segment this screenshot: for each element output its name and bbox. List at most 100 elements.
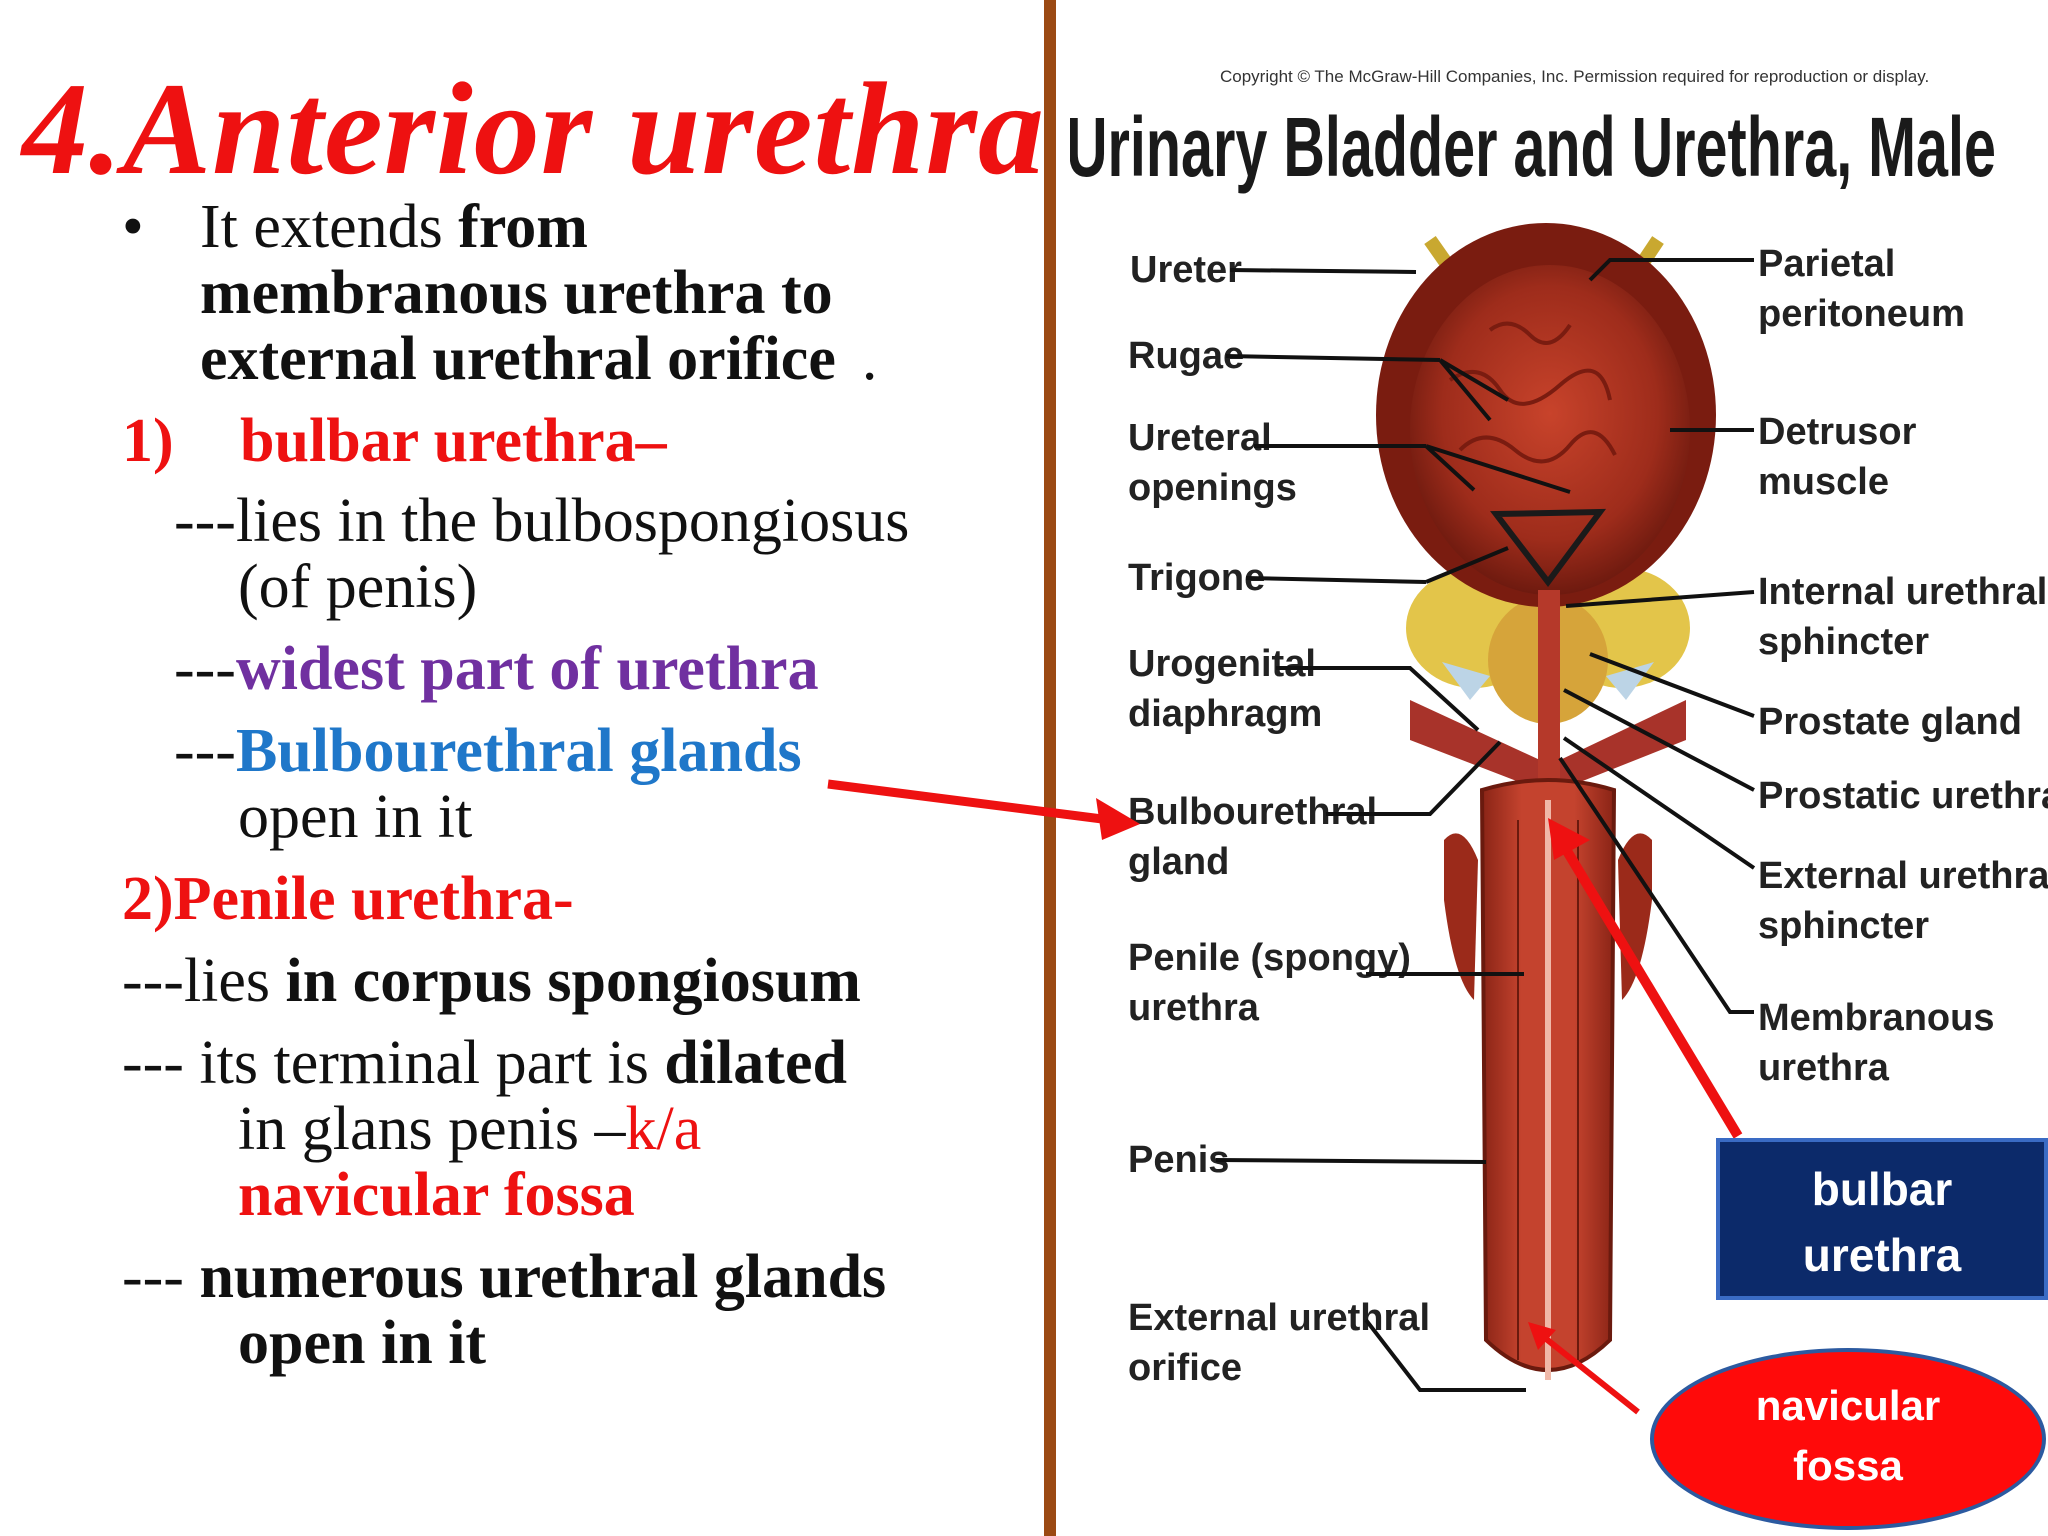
bulbar-glands-line: ---Bulbourethral glands [174,718,802,784]
bullet-marker: • [122,193,144,261]
bulbar-lies-cont: (of penis) [238,553,478,621]
leader-internal-sphincter [1565,590,1755,608]
penile-glands-text: numerous urethral glands [199,1243,887,1311]
leader-external-orifice [1364,1318,1526,1392]
leader-penis [1215,1158,1487,1164]
fascia-left-shape [1442,662,1490,700]
urogenital-right-shape [1560,700,1686,790]
trigone-shape [1490,508,1607,587]
intro-line-1: It extends from [200,194,588,260]
pointer-arrow-line [827,779,1111,825]
bulbar-callout-line-2: urethra [1802,1229,1962,1281]
urogenital-left-shape [1410,700,1540,790]
label-bulbourethral-2: gland [1128,841,1229,883]
intro-from: from [458,193,588,261]
label-penile-1: Penile (spongy) [1128,937,1411,979]
label-urogenital-1: Urogenital [1128,643,1316,685]
bulbar-widest-line: ---widest part of urethra [174,636,819,702]
penile-lies-line: ---lies in corpus spongiosum [122,948,861,1014]
navicular-fossa-text: navicular fossa [238,1161,635,1229]
diagram-title: Urinary Bladder and Urethra, Male [1070,100,1996,194]
leader-rugae-fork [1438,358,1510,422]
label-membranous-2: urethra [1758,1047,1890,1089]
label-urogenital-2: diaphragm [1128,693,1322,735]
label-trigone: Trigone [1128,557,1265,599]
navicular-callout-line-1: navicular [1755,1382,1941,1429]
intro-text: It extends [200,193,459,261]
intro-orifice: external urethral orifice [200,325,836,393]
label-external-sphincter-1: External urethral [1758,855,2048,897]
bulbar-heading-number: 1) [122,407,174,475]
label-internal-sphincter-1: Internal urethral [1758,571,2047,613]
bulbourethral-pointer-arrow [827,779,1140,840]
glans-text: in glans penis – [238,1095,626,1163]
leader-trigone-end [1425,546,1509,584]
terminal-prefix: --- its terminal part is [122,1029,665,1097]
intro-period: . [861,325,878,393]
prostatic-urethra-shape [1538,590,1560,790]
leader-bulbourethral [1326,740,1502,816]
intro-line-3: external urethral orifice. [200,326,877,392]
leader-prostatic-urethra [1563,688,1755,792]
leader-parietal [1588,258,1754,282]
label-rugae: Rugae [1128,335,1244,377]
label-membranous-1: Membranous [1758,997,1994,1039]
bulbar-lies-line: ---lies in the bulbospongiosus [174,487,910,555]
leader-urogenital [1276,666,1480,732]
label-external-sphincter-2: sphincter [1758,905,1929,947]
crus-left-shape [1444,833,1478,1000]
bulbar-arrow-head [1548,818,1590,860]
label-parietal-1: Parietal [1758,243,1895,285]
bulbar-arrow-line [1559,843,1743,1139]
fascia-right-shape [1606,662,1654,700]
leader-trigone [1245,576,1427,584]
penile-lies-text: in corpus spongiosum [285,947,861,1015]
copyright-text: Copyright © The McGraw-Hill Companies, I… [1220,67,1929,86]
label-ureteral-1: Ureteral [1128,417,1272,459]
glands-prefix: --- [174,717,236,785]
penile-glands-line: --- numerous urethral glands [122,1244,886,1310]
label-external-orifice-1: External urethral [1128,1297,1430,1339]
penile-glans-line: in glans penis –k/a [238,1096,701,1162]
leader-external-sphincter [1562,736,1756,870]
label-internal-sphincter-2: sphincter [1758,621,1929,663]
bulbar-callout-line-1: bulbar [1811,1163,1953,1215]
penile-glands-cont: open in it [238,1309,487,1377]
navicular-arrow-line [1538,1331,1640,1415]
penile-glands-prefix: --- [122,1243,200,1311]
intro-line-2: membranous urethra to [200,259,833,327]
rugae-shape [1448,321,1617,464]
navicular-fossa-callout: navicular fossa [1650,1348,2046,1530]
label-ureter: Ureter [1130,249,1242,291]
label-prostatic-urethra: Prostatic urethra [1758,775,2048,817]
leader-ureteral-fork [1424,444,1571,494]
bulbar-heading: bulbar urethra– [240,407,667,475]
navicular-callout-line-2: fossa [1793,1442,1903,1489]
bulbar-glands-cont: open in it [238,783,473,851]
label-prostate: Prostate gland [1758,701,2022,743]
navicular-arrow-head [1528,1322,1556,1350]
glands-text: Bulbourethral glands [235,717,802,785]
leader-membranous [1558,756,1754,1014]
bladder-lumen-shape [1410,265,1690,595]
label-penile-2: urethra [1128,987,1260,1029]
pointer-arrow-head [1096,798,1140,840]
ka-text: k/a [625,1095,702,1163]
vertical-divider [1044,0,1056,1536]
leader-rugae [1225,354,1441,362]
label-external-orifice-2: orifice [1128,1347,1242,1389]
terminal-dilated: dilated [664,1029,847,1097]
label-detrusor-2: muscle [1758,461,1889,503]
leader-ureter [1229,268,1417,274]
bulbar-urethra-callout: bulbar urethra [1716,1138,2048,1300]
slide-title: 4.Anterior urethra [22,55,1045,202]
widest-prefix: --- [174,635,236,703]
leader-prostate [1589,652,1755,718]
penile-heading: 2)Penile urethra- [122,865,574,933]
label-parietal-2: peritoneum [1758,293,1965,335]
anatomy-diagram: Copyright © The McGraw-Hill Companies, I… [1070,67,2048,1415]
label-penis: Penis [1128,1139,1229,1181]
penile-lies-prefix: ---lies [122,947,286,1015]
label-ureteral-2: openings [1128,467,1297,509]
widest-text: widest part of urethra [235,635,819,703]
